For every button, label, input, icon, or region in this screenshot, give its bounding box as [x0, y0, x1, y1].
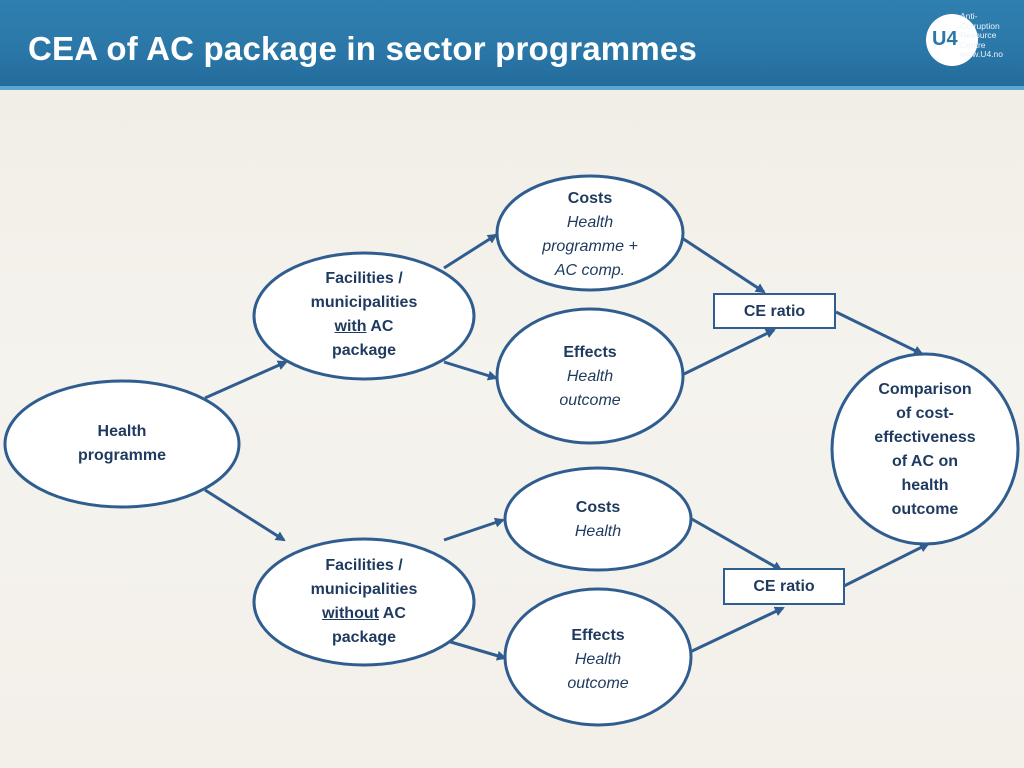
node-costs-without	[503, 466, 693, 572]
arrow-ratio-to-comparison	[835, 310, 924, 356]
arrow-costs-to-ratio	[681, 236, 766, 294]
arrow-with-to-effects	[443, 360, 498, 381]
costs-without-label: Costs Health	[574, 499, 622, 540]
ce-ratio-bottom-label: CE ratio	[753, 578, 815, 595]
node-ce-ratio-top	[713, 293, 836, 329]
arrow-ratio2-to-comparison	[843, 542, 930, 588]
header-divider	[0, 86, 1024, 90]
arrow-without-to-costs	[443, 517, 505, 542]
without-ac-label: Facilities / municipalities without AC p…	[310, 557, 418, 646]
arrow-without-to-effects	[443, 638, 507, 661]
node-costs-with	[495, 174, 685, 292]
arrow-with-to-costs	[443, 233, 498, 270]
logo-mark: U4	[932, 28, 958, 50]
node-without-ac	[252, 537, 476, 667]
comparison-label: Comparison of cost- effectiveness of AC …	[874, 381, 976, 518]
node-comparison	[830, 352, 1020, 546]
with-ac-label: Facilities / municipalities with AC pack…	[310, 270, 418, 359]
slide-title: CEA of AC package in sector programmes	[28, 30, 698, 67]
node-ce-ratio-bottom	[723, 568, 845, 605]
u4-logo: U4 Anti- Corruption Resource Centre www.…	[926, 10, 1018, 72]
node-health-programme	[3, 379, 241, 509]
health-programme-label: Health programme	[77, 423, 167, 464]
arrow-effects2-to-ratio	[689, 606, 785, 654]
ce-ratio-top-label: CE ratio	[743, 303, 806, 320]
node-effects-without	[503, 587, 693, 727]
effects-without-label: Effects Health outcome	[567, 627, 629, 692]
slide-header	[0, 0, 1024, 86]
arrow-costs2-to-ratio	[689, 516, 783, 572]
arrow-health-to-with	[204, 360, 288, 400]
logo-circle	[926, 14, 978, 66]
effects-with-label: Effects Health outcome	[559, 344, 621, 409]
node-with-ac	[252, 251, 476, 381]
arrow-health-to-without	[204, 488, 286, 542]
logo-text: Anti- Corruption Resource Centre www.U4.…	[960, 11, 1003, 59]
costs-with-label: Costs Health programme + AC comp.	[542, 190, 638, 279]
node-effects-with	[495, 307, 685, 445]
arrow-effects-to-ratio	[683, 328, 776, 376]
